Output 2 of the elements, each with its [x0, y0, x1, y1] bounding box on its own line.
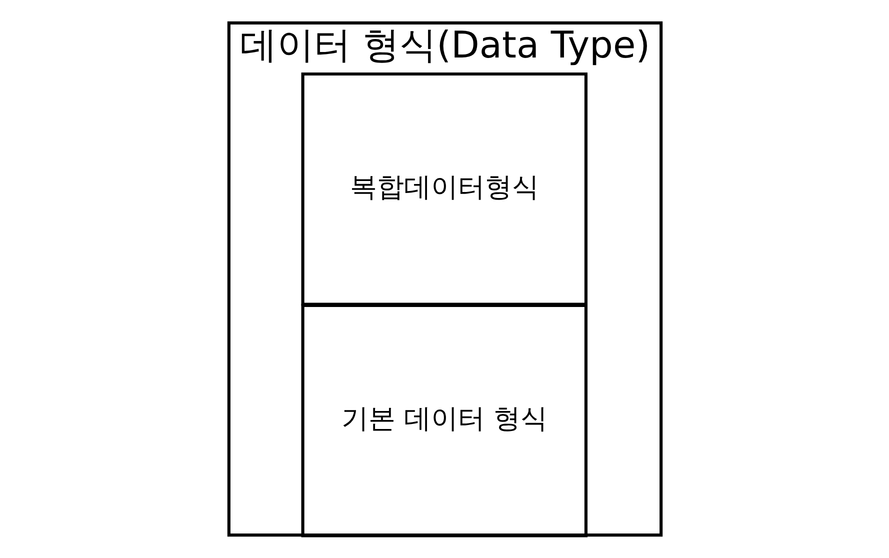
node-box: 복합데이터형식: [300, 72, 587, 306]
node-box: 기본 데이터 형식: [300, 304, 587, 538]
